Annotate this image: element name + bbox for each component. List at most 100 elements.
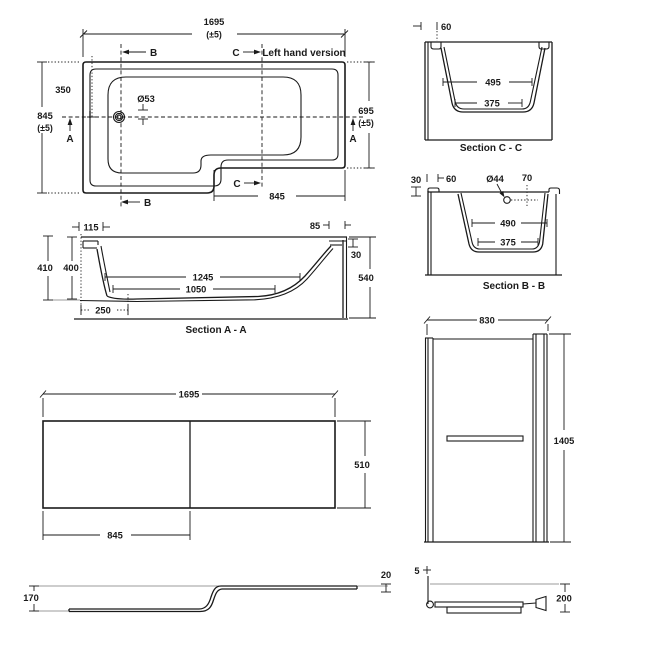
dim-350: 350 [55, 56, 97, 118]
dim-screentop-5: 5 [414, 566, 431, 576]
dim-aa-400: 400 [63, 236, 79, 300]
section-letter-a: A [66, 134, 73, 145]
dim-aa-1050: 1050 [112, 285, 276, 295]
rim-profile-view: 170 20 [23, 570, 391, 613]
dim-tolerance: (±5) [358, 118, 374, 128]
variant-label: Left hand version [262, 48, 345, 59]
dim-length-1695: 1695 (±5) [79, 17, 349, 57]
dim-label: 350 [55, 85, 71, 95]
section-bb-view: 30 60 Ø44 70 490 375 [411, 173, 562, 292]
overflow-hole-icon [503, 196, 511, 204]
bb-rim-left [427, 187, 440, 192]
dim-panel-510: 510 [337, 420, 371, 509]
bb-bowl-outer [457, 193, 549, 253]
dim-panel-1695: 1695 [39, 390, 339, 417]
bb-bowl-inner [460, 192, 546, 250]
bath-rim-line [89, 68, 339, 187]
dim-label: 250 [95, 306, 111, 316]
section-cc-view: 60 495 375 Section C - C [413, 22, 553, 154]
bb-overflow [503, 185, 538, 206]
plan-view: B B C C A A Left hand version [37, 17, 375, 209]
dim-label: 490 [500, 219, 516, 229]
aa-floor-outer [79, 248, 334, 303]
dim-bb-30: 30 [411, 175, 421, 197]
dim-label: Ø44 [486, 174, 504, 184]
dim-label: 845 [37, 111, 53, 121]
dim-label: 540 [358, 273, 374, 283]
dim-label: 115 [84, 223, 99, 233]
dim-panel-845: 845 [42, 511, 191, 541]
dim-screen-830: 830 [423, 316, 552, 335]
section-marker-a-right: A [349, 118, 357, 145]
section-cc-label: Section C - C [460, 143, 522, 154]
section-letter-a: A [349, 134, 356, 145]
front-panel-view: 1695 510 845 [39, 390, 371, 541]
dim-label: 830 [479, 316, 495, 326]
section-marker-a-left: A [66, 118, 74, 145]
dim-tolerance: (±5) [37, 123, 53, 133]
section-marker-b-top: B [122, 48, 157, 59]
dim-label: 1245 [193, 273, 214, 283]
section-letter-b: B [144, 198, 151, 209]
dim-profile-170: 170 [23, 585, 39, 612]
section-aa-view: 115 85 30 410 400 [37, 221, 376, 336]
dim-label: 695 [358, 106, 374, 116]
aa-floor-inner [106, 245, 332, 300]
dim-right-695: 695 (±5) [347, 61, 375, 169]
aa-back-wall [96, 248, 108, 297]
section-bb-label: Section B - B [483, 281, 545, 292]
dim-profile-20: 20 [381, 570, 391, 593]
dim-label: 845 [269, 192, 285, 202]
dim-bb-o44: Ø44 [486, 174, 505, 198]
dim-label: 5 [414, 566, 419, 576]
dim-tolerance: (±5) [206, 30, 222, 40]
dim-bb-70: 70 [522, 173, 532, 183]
bb-rim-right [548, 187, 561, 194]
dim-label: 845 [107, 531, 123, 541]
cc-bowl-inner [443, 46, 543, 110]
dim-screen-1405: 1405 [549, 333, 574, 543]
dim-label: 400 [63, 263, 79, 273]
dim-aa-540: 540 [349, 236, 376, 319]
handle-stem [522, 602, 537, 605]
section-marker-c-top: C [232, 48, 261, 59]
dim-aa-250: 250 [80, 305, 129, 316]
dim-bb-490: 490 [471, 219, 548, 229]
handle-icon [535, 595, 547, 612]
dim-cc-495: 495 [442, 78, 533, 88]
panel-outline [42, 420, 336, 509]
dim-label: 1695 [204, 17, 225, 27]
screentop-panel [434, 601, 524, 608]
dim-aa-85: 85 [310, 221, 351, 231]
dim-aa-1245: 1245 [104, 273, 301, 283]
dim-label: 60 [441, 22, 451, 32]
dim-label: 170 [23, 593, 39, 603]
dim-aa-410: 410 [37, 235, 53, 301]
towel-bar [446, 435, 524, 442]
dim-cc-60: 60 [413, 22, 451, 41]
dim-label: 30 [351, 250, 361, 260]
cc-rim-left [430, 42, 442, 50]
section-marker-b-bottom: B [121, 198, 151, 209]
dim-drain: Ø53 [137, 94, 155, 125]
dim-label: 30 [411, 175, 421, 185]
dim-label: 510 [354, 460, 370, 470]
hinge-icon [426, 600, 434, 609]
section-letter-b: B [150, 48, 157, 59]
profile-top-line [69, 585, 357, 610]
aa-left-rim [82, 240, 99, 249]
section-letter-c: C [232, 48, 239, 59]
drain-dim-label: Ø53 [137, 94, 155, 104]
dim-label: 1050 [186, 285, 207, 295]
section-letter-c: C [233, 179, 240, 190]
dim-aa-30: 30 [348, 238, 361, 260]
section-aa-label: Section A - A [185, 325, 246, 336]
dim-label: 20 [381, 570, 391, 580]
dim-bb-375: 375 [477, 238, 539, 248]
screentop-panel-inner [446, 606, 522, 614]
dim-label: 410 [37, 263, 53, 273]
section-marker-c-bottom: C [233, 179, 261, 190]
cc-rim-right [538, 42, 550, 50]
screen-right-stile [532, 333, 548, 542]
